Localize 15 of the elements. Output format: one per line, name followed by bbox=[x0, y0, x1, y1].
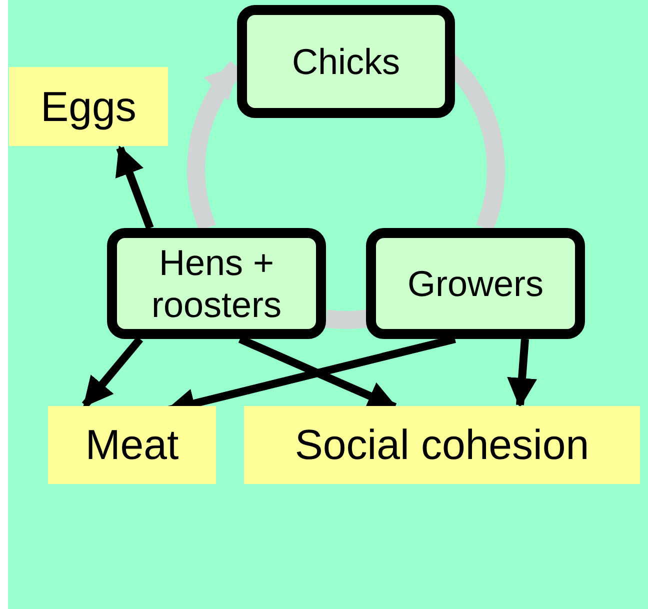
node-label: Hens + roosters bbox=[150, 242, 283, 325]
node-label: Meat bbox=[85, 421, 179, 469]
output-box bbox=[244, 406, 640, 484]
output-box bbox=[9, 67, 168, 146]
stage-box bbox=[237, 5, 455, 118]
node-label: Eggs bbox=[40, 82, 136, 130]
arrow bbox=[115, 145, 154, 230]
node-label: Social cohesion bbox=[294, 421, 590, 469]
stage-box bbox=[107, 228, 326, 339]
stage-box bbox=[366, 228, 585, 339]
node-label: Growers bbox=[407, 262, 544, 304]
arrow bbox=[507, 338, 537, 408]
output-box bbox=[48, 406, 216, 484]
node-label: Chicks bbox=[292, 40, 400, 82]
arrow bbox=[82, 336, 144, 408]
